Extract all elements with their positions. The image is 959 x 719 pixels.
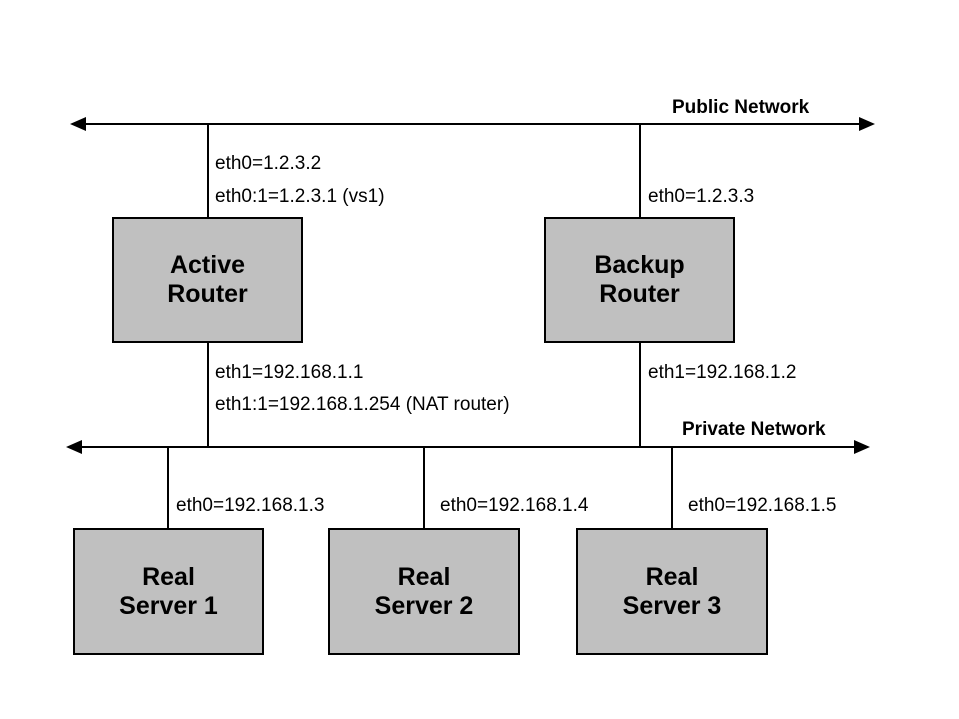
iface-backup-router-public-primary: eth0=1.2.3.3 <box>648 186 755 207</box>
public-network-label: Public Network <box>672 97 810 118</box>
private-network-bus <box>66 440 870 454</box>
public-bus-left-arrowhead <box>70 117 86 131</box>
node-backup-router-line1: Backup <box>594 251 685 279</box>
iface-real-server-3: eth0=192.168.1.5 <box>688 495 837 516</box>
iface-active-router-private-primary: eth1=192.168.1.1 <box>215 362 364 383</box>
node-real-server-3[interactable]: Real Server 3 <box>576 528 768 655</box>
private-bus-right-arrowhead <box>854 440 870 454</box>
iface-active-router-public-primary: eth0=1.2.3.2 <box>215 153 322 174</box>
iface-active-router-public-virtual: eth0:1=1.2.3.1 (vs1) <box>215 186 385 207</box>
iface-real-server-2: eth0=192.168.1.4 <box>440 495 589 516</box>
iface-real-server-1: eth0=192.168.1.3 <box>176 495 325 516</box>
private-bus-left-arrowhead <box>66 440 82 454</box>
node-real-server-2-line2: Server 2 <box>374 591 474 620</box>
node-real-server-1-line2: Server 1 <box>119 591 218 620</box>
node-active-router-line2: Router <box>167 280 248 308</box>
iface-active-router-private-nat: eth1:1=192.168.1.254 (NAT router) <box>215 394 510 415</box>
public-bus-right-arrowhead <box>859 117 875 131</box>
node-real-server-3-line2: Server 3 <box>622 591 722 620</box>
public-network-bus <box>70 117 875 131</box>
node-real-server-2-line1: Real <box>397 562 451 591</box>
node-backup-router-line2: Router <box>599 280 680 308</box>
node-real-server-3-line1: Real <box>645 562 699 591</box>
node-active-router-line1: Active <box>169 251 246 279</box>
iface-backup-router-private-primary: eth1=192.168.1.2 <box>648 362 797 383</box>
node-real-server-2[interactable]: Real Server 2 <box>328 528 520 655</box>
node-real-server-1[interactable]: Real Server 1 <box>73 528 264 655</box>
node-backup-router[interactable]: Backup Router <box>544 217 735 343</box>
node-real-server-1-line1: Real <box>142 562 195 591</box>
node-active-router[interactable]: Active Router <box>112 217 303 343</box>
private-network-label: Private Network <box>682 419 826 440</box>
